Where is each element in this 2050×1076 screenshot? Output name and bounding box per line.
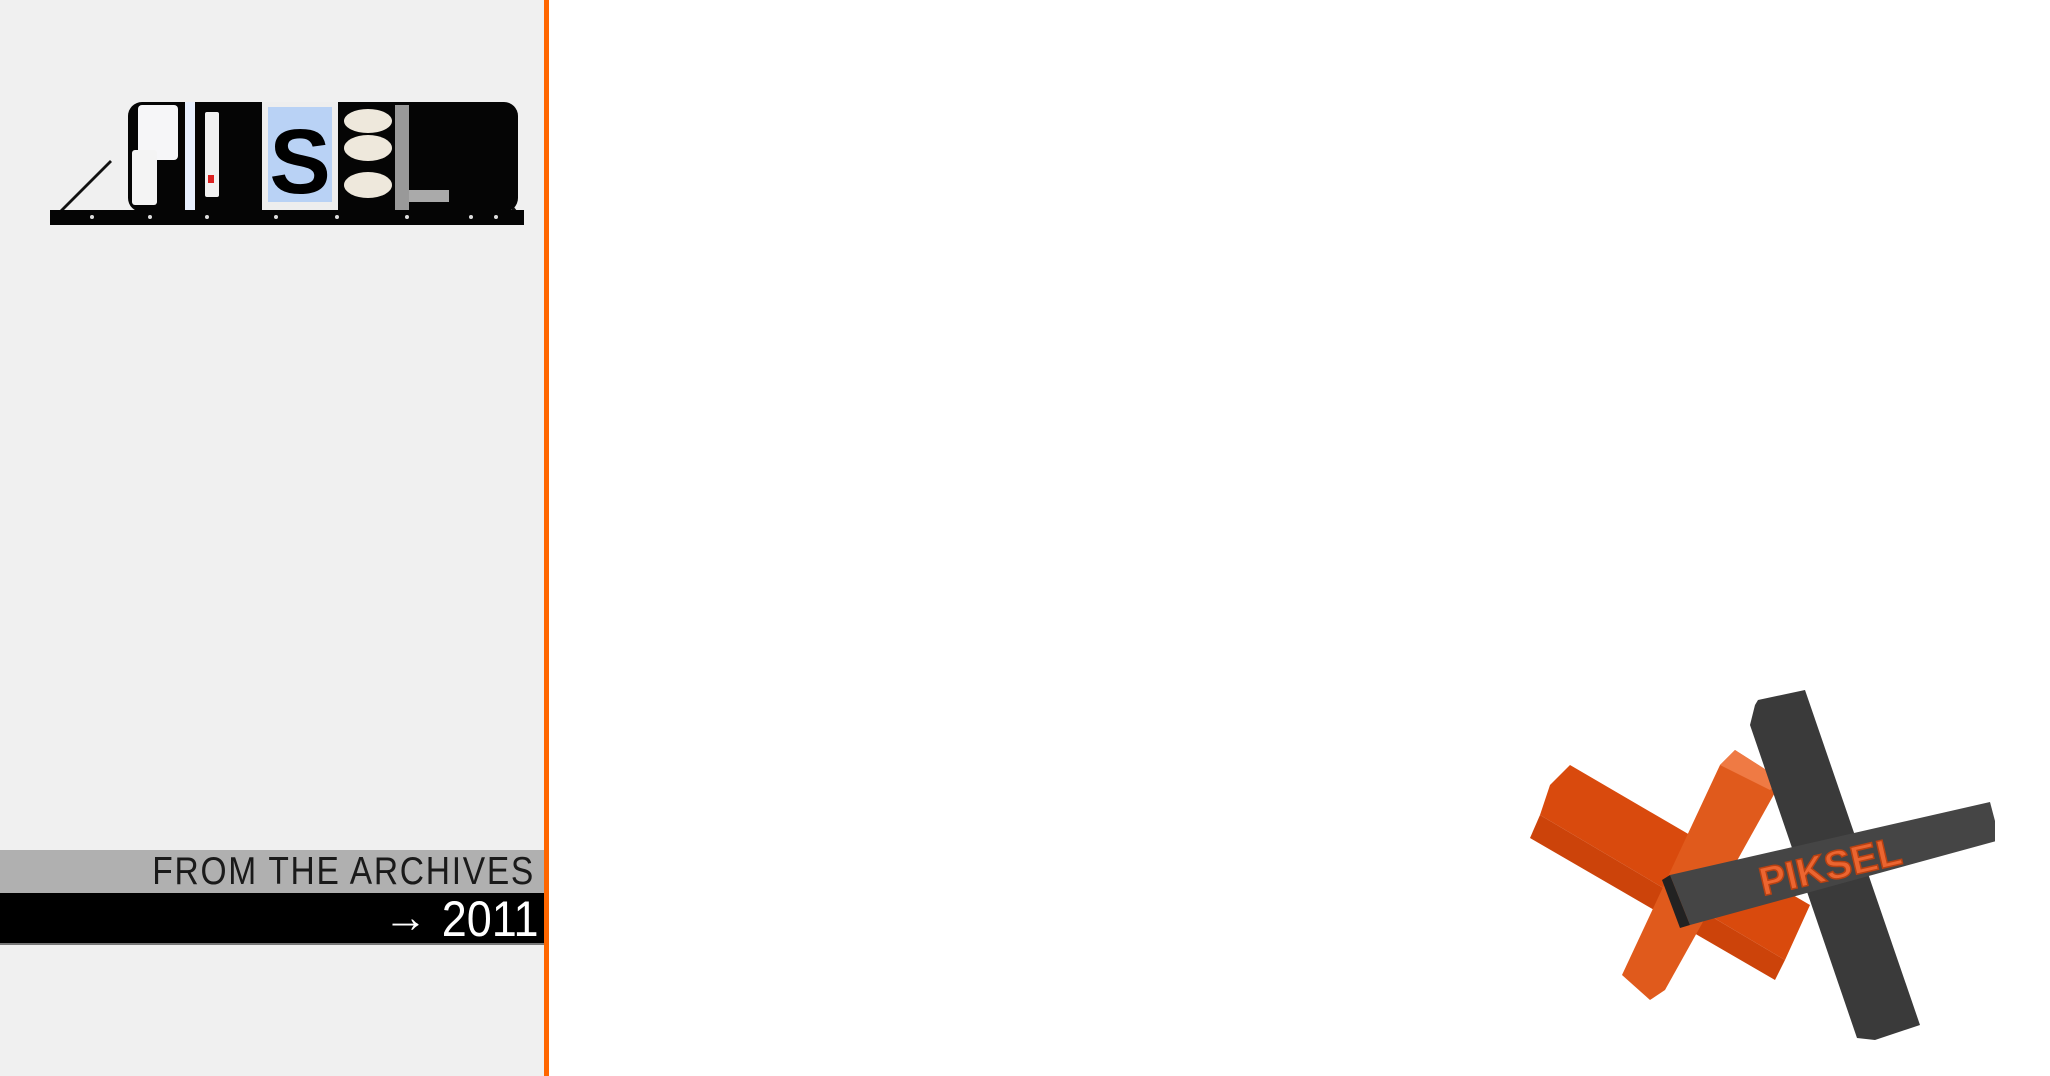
installation-photo[interactable]: S [50, 90, 524, 225]
hero-letter: S [269, 111, 330, 213]
arrow-right-icon: → [383, 893, 428, 942]
sidebar: S FROM THE ARCHIVES → 2011 [0, 0, 548, 1076]
archive-label: FROM THE ARCHIVES [152, 850, 535, 893]
accent-divider [544, 0, 549, 1076]
archive-year: 2011 [442, 891, 539, 947]
archive-banner-label[interactable]: FROM THE ARCHIVES [0, 850, 548, 893]
piksel-logo[interactable]: PIKSEL [1530, 690, 1995, 1040]
archive-year-link[interactable]: → 2011 [0, 893, 548, 945]
